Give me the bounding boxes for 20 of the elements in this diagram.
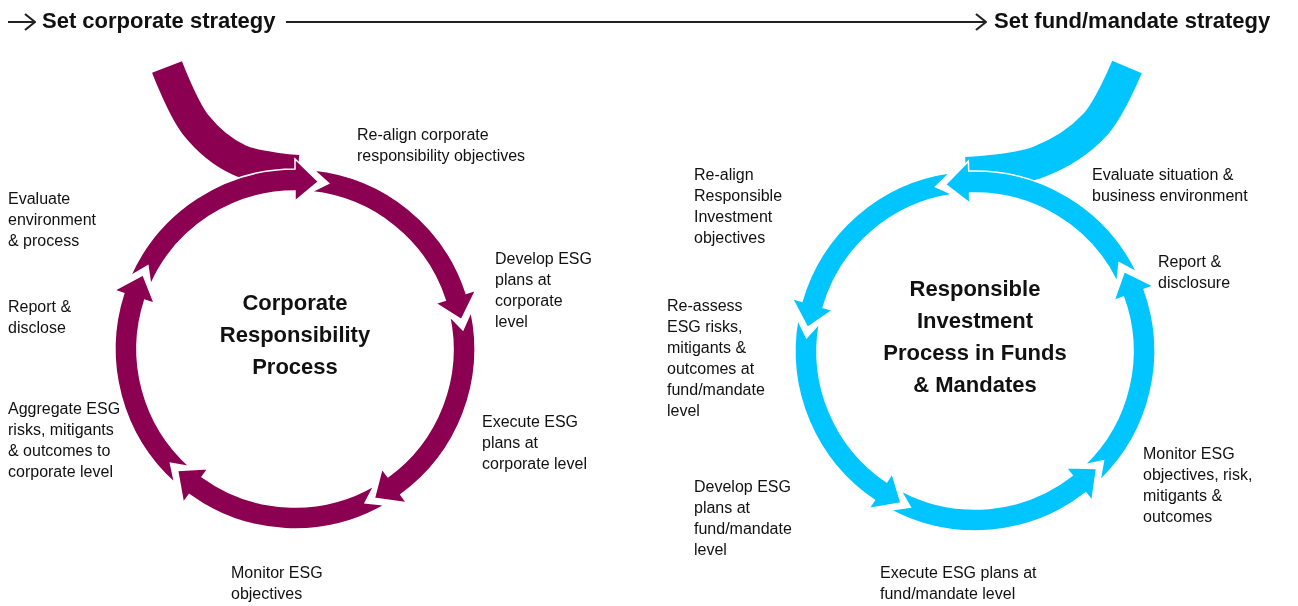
step-label: Report & disclose [8,297,73,338]
step-label: Evaluate environment & process [8,189,98,251]
step-label: Report & disclosure [1158,252,1232,293]
step-label: Aggregate ESG risks, mitigants & outcomes to corporate level [8,399,122,482]
step-heading: Set corporate strategy [42,8,276,34]
step-label: Monitor ESG objectives, risk, mitigants & outcomes [1143,444,1254,527]
step-label: Re-align Responsible Investment objectives [694,165,784,248]
arrow [285,12,988,32]
step-label: Evaluate situation & business environment [1092,165,1249,206]
step-label: Monitor ESG objectives [231,563,324,604]
step-label: Execute ESG plans at corporate level [482,412,588,474]
step-heading: Set fund/mandate strategy [994,8,1271,34]
step-label: Re-assess ESG risks, mitigants & outcomes at fund/mandate level [667,296,766,421]
step-label: Develop ESG plans at corporate level [495,249,593,332]
process-title: Responsible Investment Process in Funds & Mandates [882,275,1068,399]
arrow [7,12,37,32]
process-title: Corporate Responsibility Process [218,289,372,381]
step-label: Re-align corporate responsibility objectives [357,125,527,166]
step-label: Develop ESG plans at fund/mandate level [694,477,793,560]
step-label: Execute ESG plans at fund/mandate level [880,563,1038,604]
